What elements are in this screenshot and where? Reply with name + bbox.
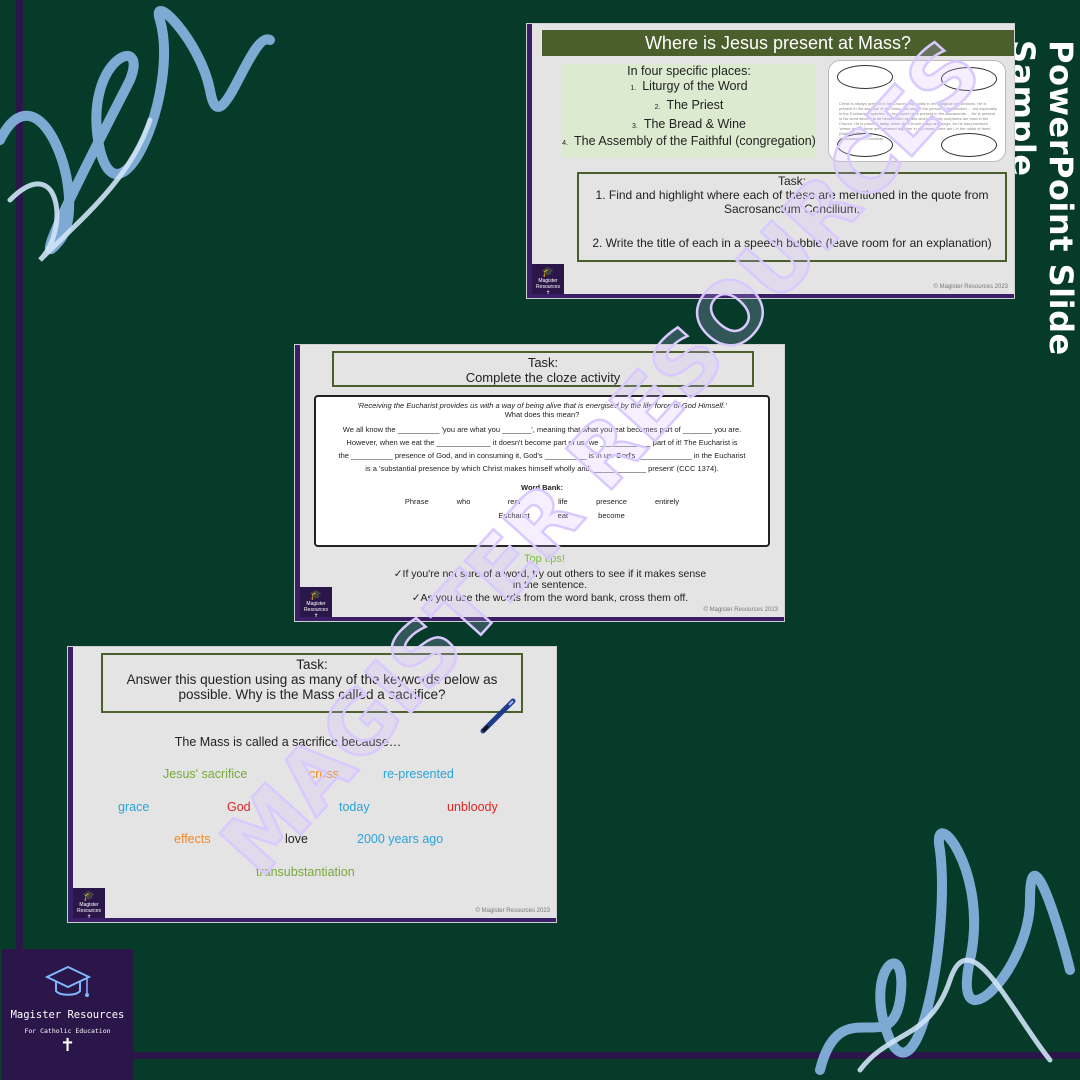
- slide2-task-box: Task: Complete the cloze activity: [332, 351, 754, 387]
- slide1-task-box: Task: 1. Find and highlight where each o…: [577, 172, 1007, 262]
- speech-bubble: [941, 67, 997, 91]
- word-bank-title: Word Bank:: [521, 483, 563, 492]
- word-bank-item: life: [558, 497, 568, 506]
- list-item: 2.The Priest: [654, 98, 724, 112]
- keyword: cross: [309, 767, 339, 781]
- copyright: © Magister Resources 2023: [475, 908, 550, 914]
- cross-icon: ✝: [59, 1035, 76, 1055]
- copyright: © Magister Resources 2023: [933, 284, 1008, 290]
- cloze-line: the __________ presence of God, and in c…: [338, 451, 746, 460]
- list-item: 1.Liturgy of the Word: [630, 79, 748, 93]
- word-bank-item: who: [456, 497, 471, 506]
- slide1-title: Where is Jesus present at Mass?: [542, 30, 1014, 56]
- copyright: © Magister Resources 2023: [703, 607, 778, 613]
- keyword: love: [285, 832, 308, 846]
- list-item: 3.The Bread & Wine: [632, 117, 746, 131]
- slide-logo: 🎓 Magister Resources ✝: [532, 264, 564, 294]
- places-intro: In four specific places:: [627, 64, 751, 78]
- graduation-cap-icon: 🎓: [541, 267, 555, 278]
- slide-jesus-present-at-mass: Where is Jesus present at Mass? In four …: [527, 24, 1014, 298]
- word-bank-item: real: [507, 497, 521, 506]
- pen-icon: [480, 698, 516, 734]
- places-list: In four specific places: 1.Liturgy of th…: [562, 64, 816, 158]
- keyword: transubstantiation: [256, 865, 355, 879]
- keyword: 2000 years ago: [357, 832, 444, 846]
- cloze-line: However, when we eat the _____________ i…: [346, 438, 738, 447]
- task-title: Task:: [777, 174, 806, 188]
- cloze-quote: 'Receiving the Eucharist provides us wit…: [357, 401, 727, 410]
- word-bank-item: Phrase: [404, 497, 429, 506]
- cloze-line: We all know the __________ 'you are what…: [342, 425, 742, 434]
- keyword: today: [339, 800, 370, 814]
- speech-bubble: [941, 133, 997, 157]
- bubble-quote-text: Christ is always present in his Church, …: [839, 101, 997, 141]
- task-text: Answer this question using as many of th…: [126, 672, 498, 702]
- brand-logo: Magister Resources For Catholic Educatio…: [2, 949, 133, 1080]
- frame-line-vertical: [16, 0, 23, 1080]
- tips-title: Top tips!: [524, 553, 565, 565]
- side-title: PowerPoint Slide Sample: [1004, 40, 1080, 356]
- keyword: God: [227, 800, 251, 814]
- answer-lead: The Mass is called a sacrifice because…: [174, 735, 402, 749]
- graduation-cap-icon: 🎓: [309, 590, 323, 601]
- brand-tagline: For Catholic Education: [24, 1027, 111, 1035]
- tip-item: ✓As you use the words from the word bank…: [411, 592, 689, 604]
- word-bank-item: eat: [557, 511, 569, 520]
- cloze-line: is a 'substantial presence by which Chri…: [365, 464, 719, 473]
- top-left-swirl-decoration: [0, 6, 275, 262]
- list-item: 4.The Assembly of the Faithful (congrega…: [562, 134, 816, 148]
- slide-logo: 🎓 Magister Resources ✝: [300, 587, 332, 617]
- cloze-question: What does this mean?: [504, 410, 580, 419]
- slide-cloze-activity: Task: Complete the cloze activity 'Recei…: [295, 345, 784, 621]
- slide-mass-sacrifice: Task: Answer this question using as many…: [68, 647, 556, 922]
- word-bank-item: Eucharist: [498, 511, 530, 520]
- speech-bubbles-panel: Christ is always present in his Church, …: [828, 60, 1006, 162]
- task-step: 1. Find and highlight where each of thes…: [595, 188, 989, 216]
- slide3-task-box: Task: Answer this question using as many…: [101, 653, 523, 713]
- graduation-cap-icon: [45, 965, 91, 997]
- task-title: Task:: [527, 355, 559, 370]
- brand-name: Magister Resources: [10, 1009, 125, 1021]
- slide-logo: 🎓 Magister Resources ✝: [73, 888, 105, 918]
- speech-bubble: [837, 65, 893, 89]
- bottom-right-swirl-decoration: [815, 828, 1075, 1075]
- keyword: Jesus' sacrifice: [163, 767, 248, 781]
- graduation-cap-icon: 🎓: [82, 891, 96, 902]
- frame-line-horizontal: [130, 1052, 1080, 1059]
- keyword: unbloody: [447, 800, 498, 814]
- keyword: grace: [118, 800, 150, 814]
- task-step: 2. Write the title of each in a speech b…: [592, 236, 992, 250]
- tip-item: ✓If you're not sure of a word, try out o…: [393, 568, 707, 591]
- word-bank: Phrase who real life presence entirely E…: [326, 495, 758, 523]
- word-bank-item: presence: [596, 497, 627, 506]
- task-text: Complete the cloze activity: [465, 370, 621, 385]
- speech-bubble: [837, 133, 893, 157]
- word-bank-item: become: [598, 511, 625, 520]
- keyword: re-presented: [383, 767, 454, 781]
- word-bank-item: entirely: [654, 497, 680, 506]
- cloze-panel: 'Receiving the Eucharist provides us wit…: [314, 395, 770, 547]
- task-title: Task:: [296, 657, 328, 672]
- keyword: effects: [174, 832, 211, 846]
